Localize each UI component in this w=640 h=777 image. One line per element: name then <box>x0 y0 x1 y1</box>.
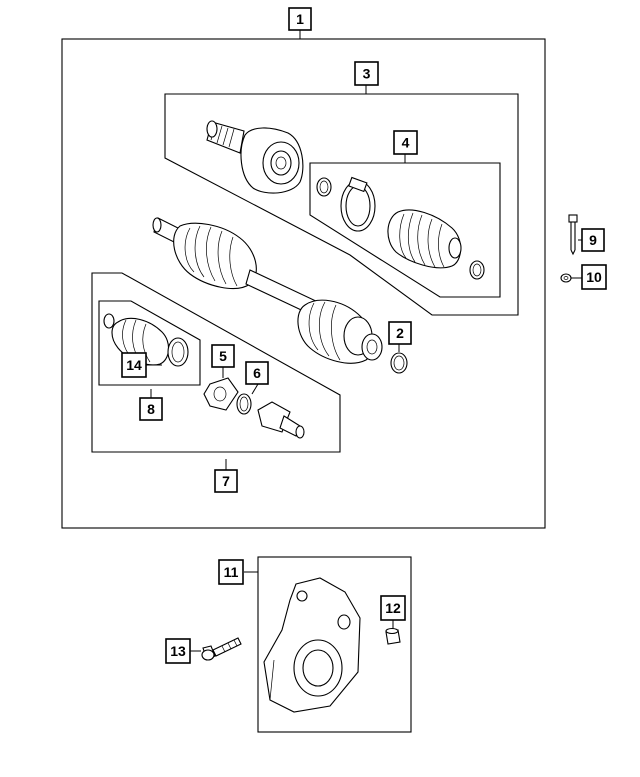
callout-4: 4 <box>393 130 418 155</box>
callout-12: 12 <box>380 595 406 621</box>
boot-icon <box>387 209 462 269</box>
svg-text:9: 9 <box>589 232 597 248</box>
svg-text:11: 11 <box>224 564 239 580</box>
clamp-icon <box>469 260 485 280</box>
svg-text:8: 8 <box>147 401 155 417</box>
callout-14: 14 <box>121 352 147 378</box>
callout-1: 1 <box>288 7 312 31</box>
svg-text:7: 7 <box>222 473 230 489</box>
outer-joint-icon <box>206 120 304 194</box>
inner-boot-kit-frame <box>98 300 201 386</box>
bolt-icon <box>201 637 242 661</box>
assembly-frame <box>61 38 546 529</box>
callout-7: 7 <box>214 469 238 493</box>
bolt-icon <box>568 214 578 256</box>
clamp-icon <box>167 337 189 367</box>
callout-6: 6 <box>245 361 269 385</box>
svg-text:6: 6 <box>253 365 261 381</box>
callout-11: 11 <box>218 559 244 585</box>
dowel-pin-icon <box>385 627 401 645</box>
svg-text:14: 14 <box>126 357 142 373</box>
callout-2: 2 <box>388 321 412 345</box>
svg-text:1: 1 <box>296 11 304 27</box>
inner-joint-icon <box>257 401 305 439</box>
callout-8: 8 <box>139 397 163 421</box>
svg-text:10: 10 <box>586 269 602 285</box>
callout-9: 9 <box>581 228 605 252</box>
svg-text:5: 5 <box>219 348 227 364</box>
svg-text:4: 4 <box>402 135 410 151</box>
callout-13: 13 <box>165 638 191 664</box>
outer-joint-group-frame <box>164 93 519 316</box>
inner-joint-icon <box>203 377 239 411</box>
clamp-icon <box>316 177 332 197</box>
outer-boot-kit-frame <box>309 162 501 298</box>
clamp-icon <box>340 176 376 232</box>
snap-ring-icon <box>236 393 252 415</box>
snap-ring-icon <box>390 352 408 374</box>
callout-10: 10 <box>581 264 607 290</box>
callout-3: 3 <box>354 61 379 86</box>
svg-text:13: 13 <box>170 643 186 659</box>
leader-6 <box>251 383 259 395</box>
callout-5: 5 <box>211 344 235 368</box>
svg-text:3: 3 <box>363 66 371 82</box>
svg-text:2: 2 <box>396 325 404 341</box>
inner-joint-group-frame <box>91 272 341 453</box>
axle-shaft-icon <box>152 217 383 364</box>
bearing-bracket-frame <box>257 556 412 733</box>
clamp-icon <box>103 313 115 329</box>
washer-icon <box>560 273 572 283</box>
bearing-bracket-icon <box>263 577 361 713</box>
svg-text:12: 12 <box>385 600 401 616</box>
